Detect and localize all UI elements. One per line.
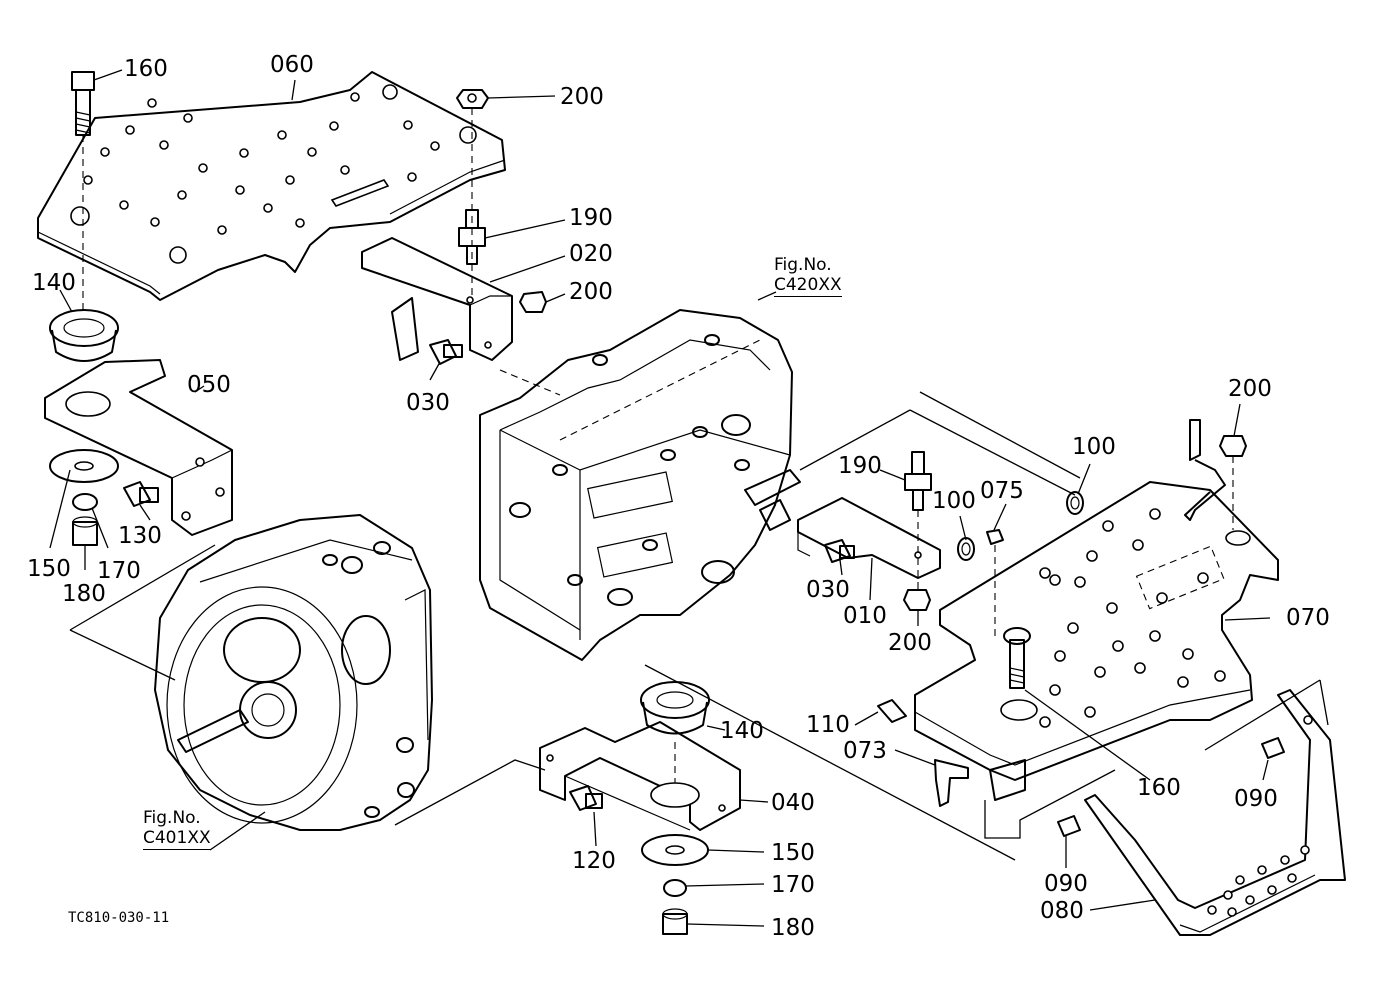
grommet-100-b [1066,491,1084,515]
dashed-frames [69,391,1329,861]
label-160-upper: 160 [124,56,168,82]
label-180-lower: 180 [771,915,815,941]
nut-200-top [456,89,489,300]
clip-073 [934,759,969,807]
label-140-lower: 140 [720,718,764,744]
label-120: 120 [572,848,616,874]
bolt-030-lower [824,539,855,563]
bolt-090-a [1261,737,1285,759]
label-200-mid: 200 [569,279,613,305]
nut-200-right [1219,435,1247,530]
stud-190-top [458,209,486,265]
label-090-b: 090 [1044,871,1088,897]
leader-lines [49,69,1271,927]
label-200-right: 200 [1228,376,1272,402]
label-150-left: 150 [27,556,71,582]
label-075: 075 [980,478,1024,504]
fig-ref-c420xx-line2: C420XX [774,275,842,297]
drawing-code: TC810-030-11 [68,910,170,926]
grommet-100-a [957,537,975,561]
bolt-130 [123,481,159,507]
label-190-top: 190 [569,205,613,231]
label-170-left: 170 [97,558,141,584]
label-060: 060 [270,52,314,78]
label-150-lower: 150 [771,840,815,866]
bolt-075 [986,529,1004,640]
bearing-140-upper [49,309,119,362]
housing-c401xx [154,514,433,831]
bracket-020 [361,237,513,361]
bracket-050 [44,359,233,536]
bolt-160-upper [71,71,95,310]
washer-stack-left [49,449,119,546]
plate-060 [37,71,506,301]
label-080: 080 [1040,898,1084,924]
bearing-140-lower [640,681,710,790]
label-200-top: 200 [560,84,604,110]
shaft-link [744,469,801,531]
nut-200-lower [903,589,931,611]
bolt-030-upper [429,339,463,365]
label-180-left: 180 [62,581,106,607]
label-050: 050 [187,372,231,398]
rod-070 [1184,419,1226,521]
label-130: 130 [118,523,162,549]
label-140-upper: 140 [32,270,76,296]
bracket-040 [539,721,741,831]
label-190-right: 190 [838,453,882,479]
label-200-lower: 200 [888,630,932,656]
housing-c420xx [479,309,793,661]
washer-stack-lower [641,834,709,935]
plate-070 [914,481,1279,781]
stud-190-right [904,451,932,590]
bolt-110 [877,699,907,723]
fig-ref-c401xx-line2: C401XX [143,828,211,850]
label-100-b: 100 [1072,434,1116,460]
label-170-lower: 170 [771,872,815,898]
label-073: 073 [843,738,887,764]
step-080 [1084,689,1346,936]
fig-ref-c401xx-line1: Fig.No. [143,808,201,828]
label-090-a: 090 [1234,786,1278,812]
bolt-120 [569,785,603,811]
fig-ref-c401xx: Fig.No. C401XX [143,808,211,850]
nut-200-mid [519,291,547,313]
bolt-160-lower [1003,627,1031,689]
label-070: 070 [1286,605,1330,631]
label-030-lower: 030 [806,577,850,603]
fig-ref-c420xx: Fig.No. C420XX [774,255,842,297]
label-030-upper: 030 [406,390,450,416]
fig-ref-c420xx-line1: Fig.No. [774,255,832,275]
label-010: 010 [843,603,887,629]
bolt-090-b [1057,815,1081,837]
label-160-lower: 160 [1137,775,1181,801]
label-040: 040 [771,790,815,816]
label-110: 110 [806,712,850,738]
label-020: 020 [569,241,613,267]
bracket-under-070 [984,759,1116,839]
label-100-a: 100 [932,488,976,514]
